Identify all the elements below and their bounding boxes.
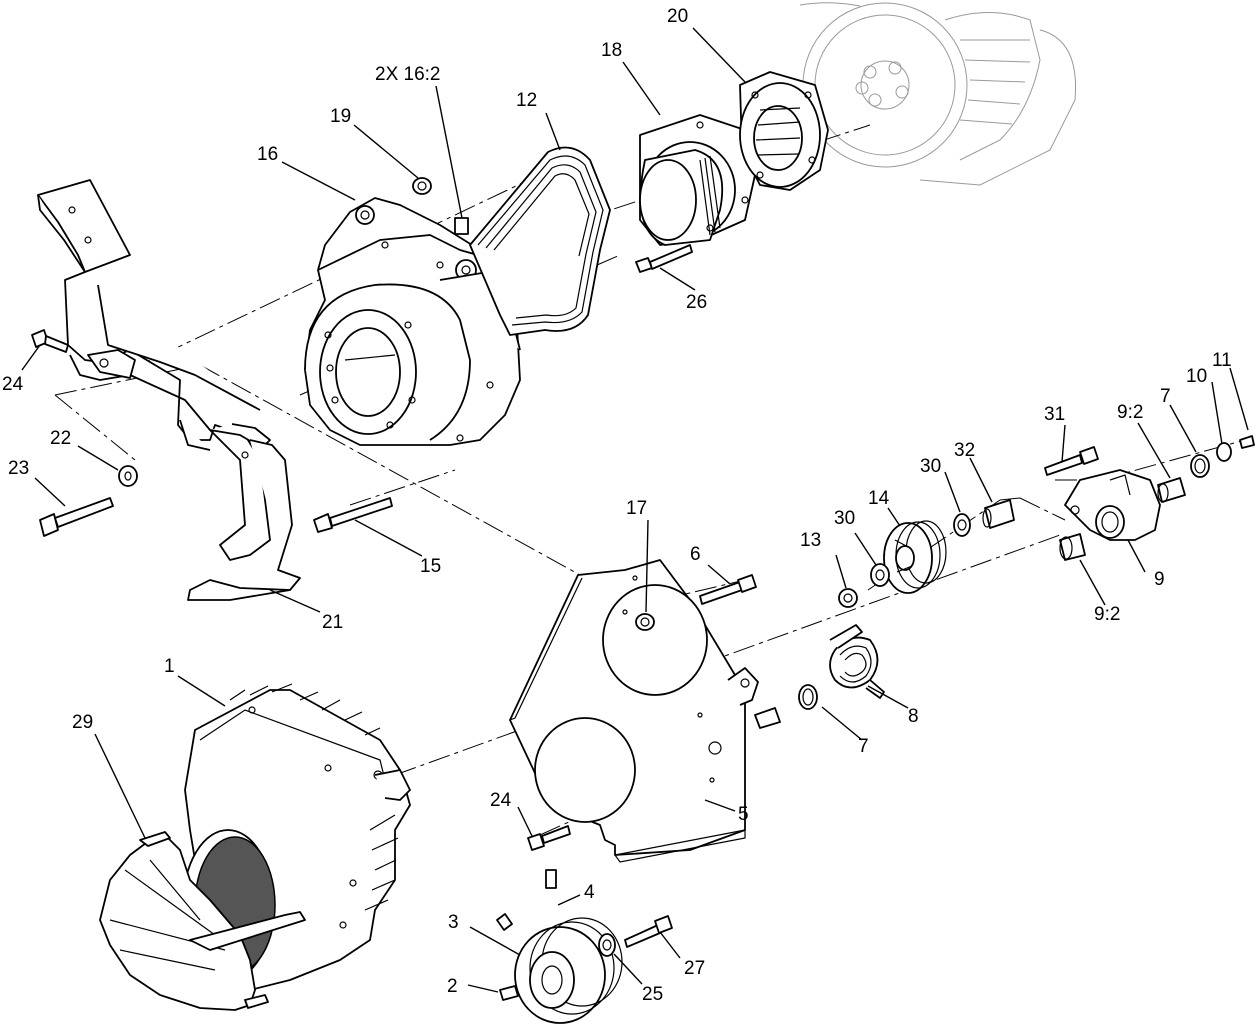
part-24-bolt-upper (31, 329, 69, 353)
callout-14: 14 (868, 488, 890, 509)
part-17-nut (635, 613, 655, 631)
callout-18: 18 (601, 40, 622, 61)
part-24-bolt-lower (527, 825, 571, 851)
part-7-washer-upper (1190, 454, 1210, 478)
part-1-blower-housing (182, 683, 411, 991)
part-26-bolt (635, 244, 693, 273)
callout-24-upper: 24 (2, 374, 24, 395)
part-14-idler-pulley (883, 520, 947, 594)
part-2-key (499, 985, 519, 1001)
callout-9-2-upper: 9:2 (1117, 402, 1143, 423)
engine-flywheel (799, 2, 1077, 186)
part-27-bolt (624, 915, 673, 948)
callout-12: 12 (516, 90, 537, 111)
callout-30-left: 30 (834, 508, 855, 529)
part-20-drive-adapter (739, 71, 829, 191)
callout-22: 22 (50, 428, 71, 449)
callout-3: 3 (448, 912, 459, 933)
callout-11: 11 (1212, 350, 1232, 371)
part-6-bolt (699, 574, 757, 605)
part-30-washer-left (870, 563, 890, 587)
part-19-nut (412, 177, 432, 195)
callout-9: 9 (1154, 569, 1165, 590)
callout-10: 10 (1186, 366, 1207, 387)
part-9-2-bushing-upper (1157, 477, 1186, 503)
callout-25: 25 (642, 984, 663, 1005)
callout-27: 27 (684, 958, 705, 979)
callout-20: 20 (667, 6, 688, 27)
callout-6: 6 (690, 544, 701, 565)
part-30-washer-right (953, 513, 971, 537)
part-5-mounting-plate (509, 559, 759, 863)
callout-17: 17 (626, 498, 647, 519)
part-32-spacer (982, 499, 1015, 529)
part-set-screw-small (496, 913, 513, 931)
callout-2: 2 (447, 976, 458, 997)
callout-1: 1 (164, 656, 175, 677)
leader-lines (21, 27, 1249, 993)
callout-24-lower: 24 (490, 790, 512, 811)
callout-19: 19 (330, 106, 351, 127)
part-10-retaining-ring (1216, 442, 1232, 462)
callout-7-lower: 7 (858, 736, 869, 757)
callout-9-2-lower: 9:2 (1094, 604, 1120, 625)
part-8-torsion-spring (829, 624, 885, 699)
callout-13: 13 (800, 530, 821, 551)
callout-30-right: 30 (920, 456, 941, 477)
part-12-v-belt (469, 146, 611, 336)
part-23-bolt (39, 497, 114, 537)
callout-labels: 1 29 2 3 4 5 6 7 8 9 9:2 9:2 7 10 11 12 … (2, 6, 1232, 1005)
callout-26: 26 (686, 292, 707, 313)
part-9-2-bushing-lower (1059, 533, 1086, 561)
part-31-bolt (1044, 446, 1099, 476)
callout-15: 15 (420, 556, 441, 577)
part-3-drive-pulley (514, 917, 623, 1024)
part-7-washer-lower (798, 684, 818, 710)
callout-4: 4 (584, 882, 595, 903)
callout-29: 29 (72, 712, 93, 733)
callout-32: 32 (954, 440, 975, 461)
part-21-support-frame (37, 179, 301, 601)
callout-5: 5 (738, 804, 749, 825)
part-18-hub-flange (639, 114, 756, 246)
part-25-washer (598, 933, 616, 957)
callout-8: 8 (908, 706, 919, 727)
part-9-idler-arm (1064, 469, 1161, 541)
part-29-blower-shield (99, 831, 306, 1011)
callout-7-upper: 7 (1160, 386, 1171, 407)
part-16-2-dowel-pins (454, 217, 469, 235)
idler-pivot-shaft (754, 707, 781, 729)
part-22-washer (118, 465, 138, 487)
callout-16: 16 (257, 144, 278, 165)
part-16-belt-housing (304, 197, 521, 446)
callout-31: 31 (1044, 404, 1065, 425)
callout-16-2x: 2X 16:2 (375, 64, 441, 85)
callout-23: 23 (8, 458, 29, 479)
part-11-grease-fitting (1239, 435, 1255, 449)
part-4-set-screw (545, 869, 557, 889)
part-15-bolt (313, 497, 393, 533)
part-13-nut (838, 588, 858, 608)
callout-21: 21 (322, 612, 343, 633)
